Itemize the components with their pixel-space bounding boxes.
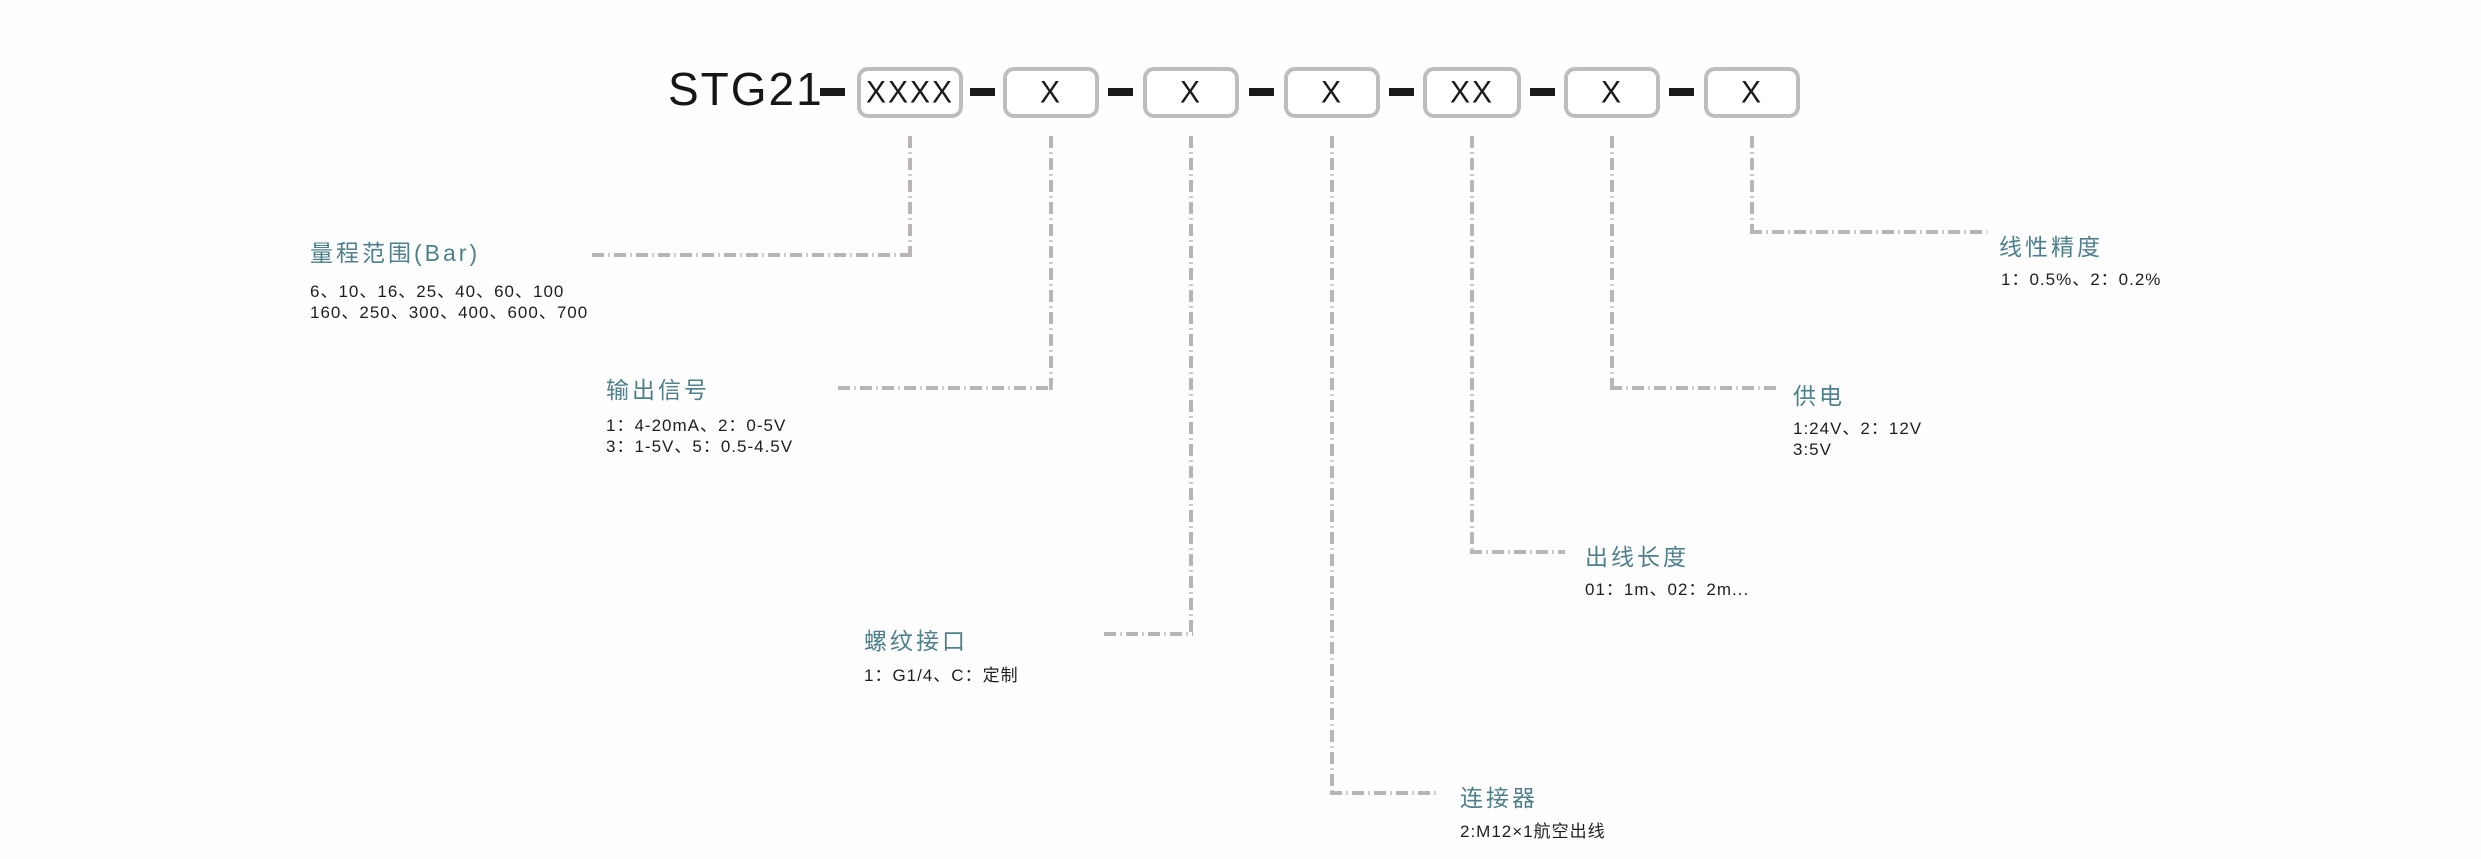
code-box-thread-text: X <box>1179 74 1202 110</box>
code-box-range-text: XXXX <box>865 74 955 110</box>
field-values-thread-line1: 1：G1/4、C：定制 <box>864 666 1019 685</box>
field-values-power: 1:24V、2：12V 3:5V <box>1793 418 1922 460</box>
code-box-accuracy-text: X <box>1740 74 1763 110</box>
leader-line-range-vertical <box>908 136 912 257</box>
code-separator-dash <box>1108 88 1133 96</box>
field-values-accuracy-line1: 1：0.5%、2：0.2% <box>2001 270 2162 289</box>
leader-line-power-vertical <box>1610 136 1614 390</box>
code-box-cable-length-text: XX <box>1449 74 1495 110</box>
field-values-connector: 2:M12×1航空出线 <box>1460 821 1606 842</box>
leader-line-accuracy-vertical <box>1750 136 1754 234</box>
field-values-range-line2: 160、250、300、400、600、700 <box>310 303 589 322</box>
leader-line-connector-vertical <box>1330 136 1334 795</box>
leader-line-cable-length-vertical <box>1470 136 1474 554</box>
field-values-range: 6、10、16、25、40、60、100 160、250、300、400、600… <box>310 281 588 323</box>
field-values-output-signal-line1: 1：4-20mA、2：0-5V <box>606 416 787 435</box>
field-label-power: 供电 <box>1793 383 1845 409</box>
field-label-cable-length: 出线长度 <box>1585 544 1689 570</box>
field-label-thread: 螺纹接口 <box>864 628 968 654</box>
code-separator-dash <box>1249 88 1274 96</box>
field-values-cable-length-line1: 01：1m、02：2m... <box>1585 580 1750 599</box>
code-box-accuracy: X <box>1704 67 1800 118</box>
field-label-accuracy: 线性精度 <box>1999 234 2103 260</box>
field-label-range: 量程范围(Bar) <box>310 240 481 266</box>
model-number: STG21 <box>668 63 824 115</box>
code-separator-dash <box>1669 88 1694 96</box>
leader-line-connector-horizontal <box>1330 791 1438 795</box>
field-label-connector: 连接器 <box>1460 785 1538 811</box>
leader-line-accuracy-horizontal <box>1750 230 1987 234</box>
field-label-output-signal: 输出信号 <box>606 377 710 403</box>
field-values-power-line1: 1:24V、2：12V <box>1793 419 1923 438</box>
leader-line-thread-vertical <box>1189 136 1193 636</box>
leader-line-output-signal-horizontal <box>838 386 1053 390</box>
field-values-cable-length: 01：1m、02：2m... <box>1585 579 1749 600</box>
field-values-accuracy: 1：0.5%、2：0.2% <box>2001 269 2161 290</box>
leader-line-range-horizontal <box>592 253 912 257</box>
code-box-thread: X <box>1143 67 1239 118</box>
code-box-cable-length: XX <box>1423 67 1521 118</box>
leader-line-cable-length-horizontal <box>1470 550 1565 554</box>
field-values-power-line2: 3:5V <box>1793 440 1832 459</box>
code-box-power-text: X <box>1600 74 1623 110</box>
code-separator-dash <box>820 88 845 96</box>
field-values-output-signal: 1：4-20mA、2：0-5V 3：1-5V、5：0.5-4.5V <box>606 415 793 457</box>
code-separator-dash <box>1530 88 1555 96</box>
leader-line-output-signal-vertical <box>1049 136 1053 390</box>
code-box-power: X <box>1564 67 1660 118</box>
leader-line-power-horizontal <box>1610 386 1778 390</box>
field-values-connector-line1: 2:M12×1航空出线 <box>1460 822 1606 841</box>
field-values-thread: 1：G1/4、C：定制 <box>864 665 1019 686</box>
field-values-range-line1: 6、10、16、25、40、60、100 <box>310 282 565 301</box>
code-separator-dash <box>970 88 995 96</box>
code-box-connector: X <box>1284 67 1380 118</box>
code-box-output-signal-text: X <box>1039 74 1062 110</box>
code-box-output-signal: X <box>1003 67 1099 118</box>
field-values-output-signal-line2: 3：1-5V、5：0.5-4.5V <box>606 437 794 456</box>
code-box-connector-text: X <box>1320 74 1343 110</box>
leader-line-thread-horizontal <box>1104 632 1193 636</box>
code-separator-dash <box>1389 88 1414 96</box>
code-box-range: XXXX <box>857 67 963 118</box>
